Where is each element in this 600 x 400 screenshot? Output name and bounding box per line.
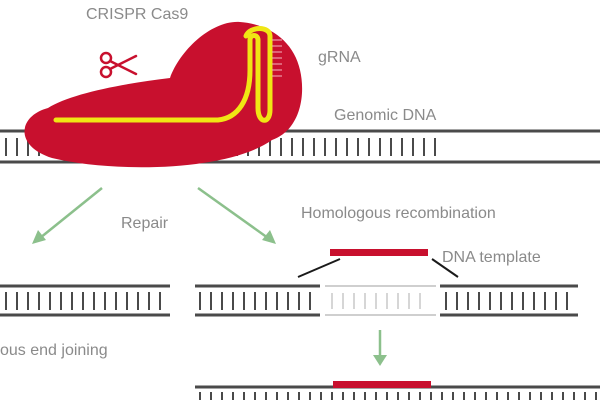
hr-dna-rungs-left <box>199 292 311 310</box>
scissors-icon <box>99 51 138 79</box>
repaired-dna-rungs <box>199 392 597 400</box>
repair-label: Repair <box>121 215 169 232</box>
hr-dna-broken <box>195 284 578 317</box>
cas9-complex <box>24 21 303 168</box>
hr-dna-rungs-right <box>445 292 568 310</box>
hr-arrow-down <box>373 330 387 366</box>
dna-template <box>297 249 459 316</box>
dna-template-bar <box>330 249 428 256</box>
nhej-label: ous end joining <box>0 342 108 359</box>
cas9-label: CRISPR Cas9 <box>86 6 188 23</box>
repaired-dna <box>195 381 600 400</box>
grna-strand <box>53 26 273 123</box>
repair-arrow-right <box>197 186 276 244</box>
genomic-dna-label: Genomic DNA <box>334 107 437 124</box>
nhej-dna-rungs <box>5 292 161 310</box>
hr-gap-rungs <box>331 293 421 309</box>
repaired-dna-insert <box>333 381 431 388</box>
cas9-protein <box>24 21 303 168</box>
homologous-recombination-label: Homologous recombination <box>301 205 496 222</box>
nhej-dna <box>0 284 170 317</box>
dna-template-label: DNA template <box>442 249 541 266</box>
grna-bases <box>272 39 282 77</box>
repair-arrow-left <box>32 187 103 244</box>
grna-label: gRNA <box>318 49 361 66</box>
